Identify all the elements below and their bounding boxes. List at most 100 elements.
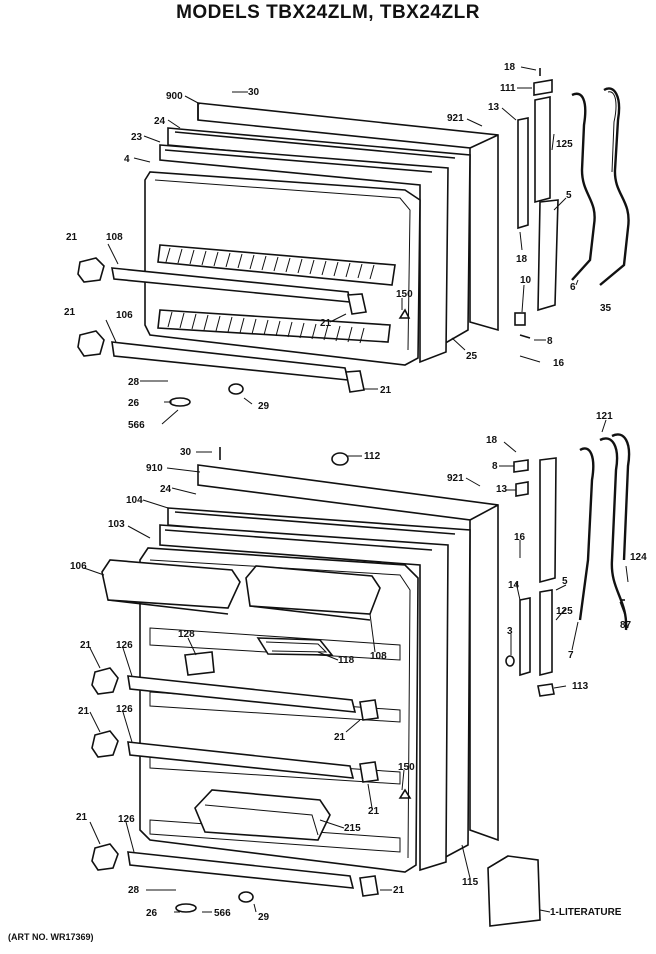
label-104: 104 [126,495,143,506]
label-35: 35 [600,303,612,314]
freezer-door-liner [144,171,421,366]
freezer-liner-shelf-upper [157,244,396,286]
label-26: 26 [128,398,140,409]
bar-end-cap [91,730,119,758]
door-bar-126-upper [127,675,357,713]
door-handle-6 [571,92,596,281]
bar-end-cap [359,699,379,721]
bar-end-cap [77,330,105,357]
label-106: 106 [116,310,133,321]
cap-3 [505,655,515,667]
label-6: 6 [570,282,576,293]
label-7: 7 [568,650,574,661]
label-29: 29 [258,912,270,923]
label-18: 18 [516,254,528,265]
label-23: 23 [131,132,143,143]
shim-plate [175,903,197,913]
label-8: 8 [547,336,553,347]
leader-lines [83,66,629,913]
bar-end-cap [91,667,119,695]
freezer-door-assembly [77,68,630,407]
bracket-128 [184,651,215,676]
hinge-pin-111 [533,79,553,96]
label-921: 921 [447,113,464,124]
label-21: 21 [80,640,92,651]
label-126: 126 [116,704,133,715]
fresh-food-door-liner [139,547,419,873]
bar-end-cap [347,293,367,315]
bushing [228,383,244,395]
door-bar-126-lower [127,851,355,889]
label-18: 18 [504,62,516,73]
screw [398,308,411,319]
label-21: 21 [78,706,90,717]
label-21: 21 [64,307,76,318]
label-21: 21 [368,806,380,817]
label-30: 30 [180,447,192,458]
label-29: 29 [258,401,270,412]
label-13: 13 [496,484,508,495]
door-handle-7 [578,447,595,621]
hinge-bracket-125-lower [539,589,553,677]
label-910: 910 [146,463,163,474]
screw-150 [398,788,412,799]
label-215: 215 [344,823,361,834]
label-125: 125 [556,606,573,617]
hinge-pin-8 [513,459,529,473]
bar-end-cap [359,761,379,783]
label-126: 126 [116,640,133,651]
spacer-14 [519,597,531,677]
label-108: 108 [370,651,387,662]
art-number: (ART NO. WR17369) [8,932,94,942]
label-5: 5 [562,576,568,587]
freezer-liner-shelf-lower [157,309,391,344]
bar-end-cap [359,875,379,897]
label-150: 150 [398,762,415,773]
bar-end-cap [77,257,105,283]
label-5: 5 [566,190,572,201]
label-112: 112 [364,451,381,462]
cam-10 [514,312,526,326]
label-124: 124 [630,552,647,563]
label-125: 125 [556,139,573,150]
label-121: 121 [596,411,613,422]
label-8: 8 [492,461,498,472]
storage-bin-215 [194,789,331,841]
label-26: 26 [146,908,158,919]
label-113: 113 [572,681,589,692]
literature-booklet [487,855,541,927]
label-18: 18 [486,435,498,446]
page-title: MODELS TBX24ZLM, TBX24ZLR [176,2,480,23]
label-126: 126 [118,814,135,825]
label-921: 921 [447,473,464,484]
door-bar-126-middle [127,741,355,779]
label-21: 21 [66,232,78,243]
shim-plate [169,397,191,407]
label-106: 106 [70,561,87,572]
label-24: 24 [160,484,172,495]
label-30: 30 [248,87,260,98]
bushing [238,891,254,903]
label-28: 28 [128,885,140,896]
hinge-spacer-13 [517,117,529,230]
plug-112 [331,452,349,466]
part-labels: 18 111 30 900 921 13 24 125 23 4 5 21 10… [64,62,647,923]
bar-end-cap [345,370,365,393]
label-566: 566 [214,908,231,919]
hinge-bracket-125 [534,96,551,204]
label-87: 87 [620,620,632,631]
hinge-bracket-5 [537,199,559,312]
label-128: 128 [178,629,195,640]
label-21: 21 [76,812,88,823]
fresh-food-door-assembly [91,433,631,927]
label-118: 118 [338,655,355,666]
spacer-113 [537,683,555,697]
label-14: 14 [508,580,520,591]
label-111: 111 [500,83,516,94]
freezer-door-dike [159,144,449,364]
label-21: 21 [393,885,405,896]
label-21: 21 [320,318,332,329]
label-4: 4 [124,154,130,165]
label-900: 900 [166,91,183,102]
